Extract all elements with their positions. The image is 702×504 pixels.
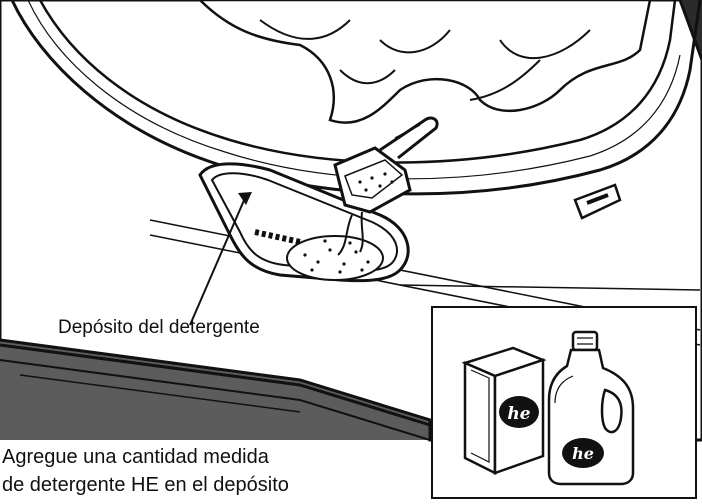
bottle-he-logo: he — [572, 444, 594, 463]
washer-front-edge — [0, 343, 431, 427]
callout-pointer — [189, 197, 246, 326]
he-detergent-inset: he he — [431, 306, 697, 499]
box-he-logo: he — [507, 404, 530, 424]
detergent-drawer-label: Depósito del detergente — [58, 317, 260, 338]
caption-line-2: de detergente HE en el depósito — [2, 474, 289, 496]
caption-line-1: Agregue una cantidad medida — [2, 446, 269, 468]
he-detergent-box: he — [461, 346, 547, 476]
cup-handle — [379, 116, 439, 160]
he-detergent-bottle: he — [547, 330, 635, 486]
clothes — [198, 0, 652, 124]
instruction-caption: Agregue una cantidad medida de detergent… — [2, 443, 412, 499]
he-detergent-illustration: he he — [461, 330, 635, 486]
detergent-pile — [286, 235, 384, 281]
lid-latch — [573, 183, 622, 220]
